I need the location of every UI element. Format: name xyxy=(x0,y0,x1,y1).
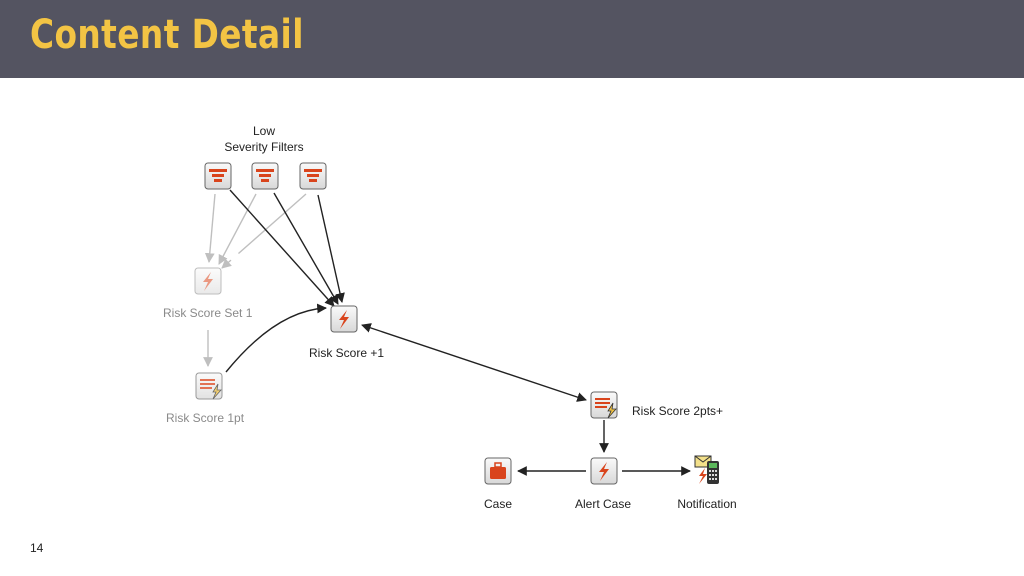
rule-document-icon[interactable] xyxy=(590,391,618,419)
filter-group-label-line2: Severity Filters xyxy=(224,140,304,154)
lightning-bolt-icon[interactable] xyxy=(194,267,222,295)
rule-document-icon[interactable] xyxy=(195,372,223,400)
risk-score-1pt-label: Risk Score 1pt xyxy=(166,411,245,425)
lightning-bolt-icon[interactable] xyxy=(590,457,618,485)
slide-header: Content Detail xyxy=(0,0,1024,78)
filter-group-label-line1: Low xyxy=(252,124,276,138)
case-label: Case xyxy=(483,497,513,511)
active-edges xyxy=(225,189,691,476)
slide-title: Content Detail xyxy=(30,12,304,58)
risk-score-plus-label: Risk Score +1 xyxy=(309,346,385,360)
envelope-phone-icon[interactable] xyxy=(694,455,719,484)
risk-score-2pts-label: Risk Score 2pts+ xyxy=(632,404,724,418)
filter-icon[interactable] xyxy=(299,162,327,190)
alert-case-label: Alert Case xyxy=(574,497,632,511)
filter-icon[interactable] xyxy=(251,162,279,190)
page-number: 14 xyxy=(30,541,44,555)
briefcase-icon[interactable] xyxy=(484,457,512,485)
lightning-bolt-icon[interactable] xyxy=(330,305,358,333)
filter-icon[interactable] xyxy=(204,162,232,190)
notification-label: Notification xyxy=(677,497,737,511)
risk-score-set-label: Risk Score Set 1 xyxy=(163,306,253,320)
faded-edges xyxy=(203,193,307,367)
